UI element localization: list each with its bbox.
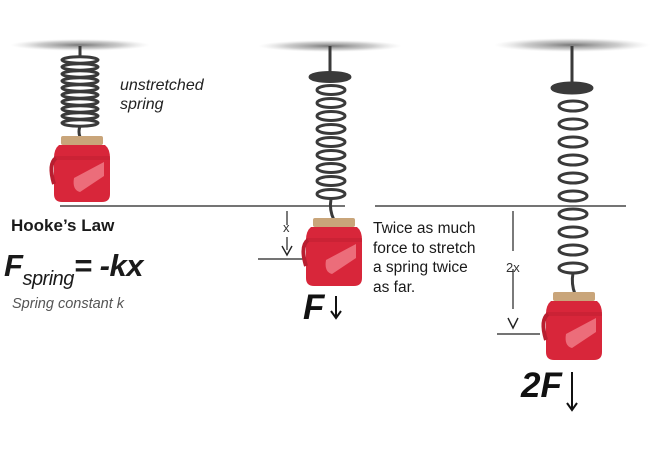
spring-1	[60, 46, 100, 138]
2x-arrowhead	[507, 317, 519, 330]
displacement-2x-label: 2x	[506, 260, 520, 275]
jar-3	[541, 292, 602, 360]
spring-3	[550, 46, 594, 295]
force-f-label: F	[303, 288, 325, 327]
force-2f-label: 2F	[521, 366, 562, 405]
formula-rhs: = -kx	[73, 248, 144, 283]
jar-2	[301, 218, 362, 286]
formula-symbol: F	[4, 248, 23, 283]
unstretched-spring-label: unstretched spring	[120, 77, 204, 113]
description-text: Twice as much force to stretch a spring …	[373, 220, 476, 296]
hookes-law-formula: Fspring= -kx	[4, 248, 144, 290]
ceiling-3	[494, 38, 650, 52]
displacement-x-label: x	[283, 220, 290, 235]
x-arrowhead	[281, 245, 293, 257]
jar-1	[49, 136, 110, 202]
spring-2	[308, 46, 352, 221]
hookes-law-title: Hooke’s Law	[11, 216, 115, 235]
formula-subscript: spring	[22, 268, 74, 290]
force-1-arrowhead	[330, 310, 342, 320]
spring-constant-label: Spring constant k	[12, 296, 125, 312]
force-2-arrowhead	[566, 402, 578, 412]
ceiling-1	[10, 39, 150, 51]
